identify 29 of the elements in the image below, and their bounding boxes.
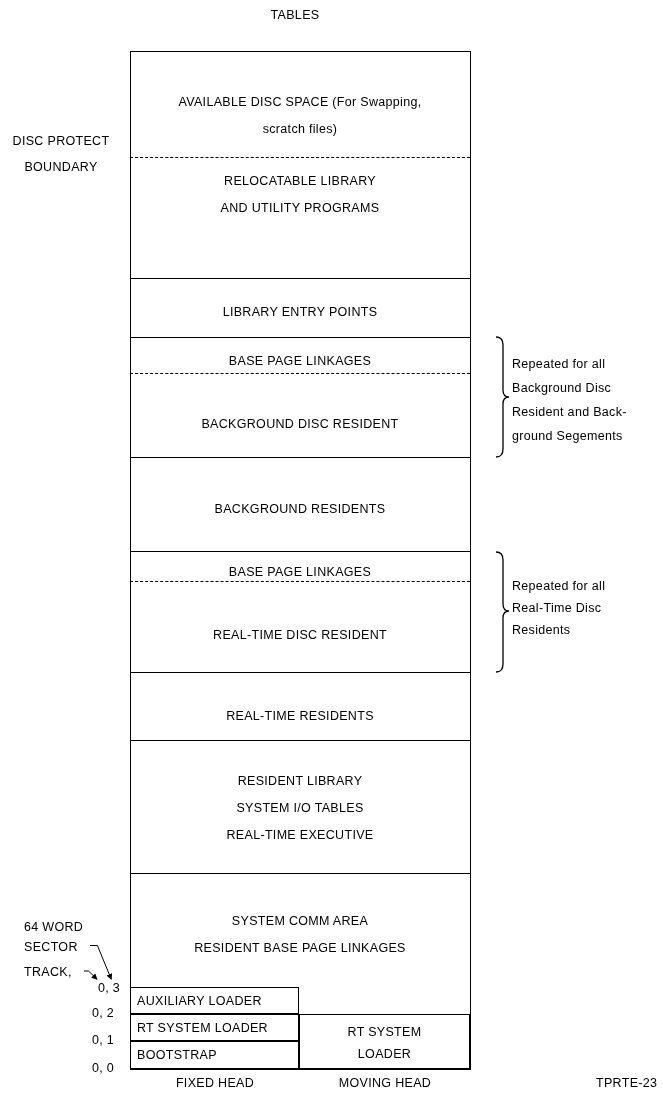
track-sector-number: 0, 3	[92, 979, 124, 997]
heading: TABLES	[269, 7, 321, 24]
memory-region: RELOCATABLE LIBRARY AND UTILITY PROGRAMS	[130, 157, 470, 278]
memory-region: REAL-TIME DISC RESIDENT	[130, 581, 470, 672]
loader-block: RT SYSTEM LOADER	[130, 1014, 299, 1041]
memory-region: BASE PAGE LINKAGES	[130, 337, 470, 373]
track-sector-number: 0, 2	[92, 1005, 116, 1022]
loader-block: RT SYSTEM LOADER	[299, 1014, 470, 1069]
column-label: MOVING HEAD	[337, 1075, 433, 1092]
axis-note: 64 WORD SECTOR	[18, 917, 90, 955]
memory-region: BASE PAGE LINKAGES	[130, 551, 470, 581]
figure-code: TPRTE-23	[596, 1075, 659, 1092]
memory-region: REAL-TIME RESIDENTS	[130, 672, 470, 740]
memory-region: RESIDENT LIBRARY SYSTEM I/O TABLES REAL-TIME EXECUTIVE	[130, 740, 470, 873]
memory-region: BACKGROUND RESIDENTS	[130, 457, 470, 551]
track-sector-number: 0, 0	[92, 1060, 116, 1077]
boundary-note: DISC PROTECT BOUNDARY	[11, 133, 111, 176]
leader-line	[83, 970, 98, 980]
brace-note: Repeated for all Real-Time Disc Residents	[512, 578, 607, 639]
memory-region: LIBRARY ENTRY POINTS	[130, 278, 470, 337]
axis-note: TRACK,	[18, 962, 84, 980]
memory-region: AVAILABLE DISC SPACE (For Swapping, scratch files)	[130, 51, 470, 157]
leader-line	[89, 945, 113, 980]
brace-note: Repeated for all Background Disc Resident and Back- ground Segements	[512, 356, 628, 445]
memory-region: BACKGROUND DISC RESIDENT	[130, 373, 470, 457]
column-label: FIXED HEAD	[174, 1075, 256, 1092]
track-sector-number: 0, 1	[92, 1032, 116, 1049]
loader-block: AUXILIARY LOADER	[130, 987, 299, 1014]
loader-block: BOOTSTRAP	[130, 1041, 299, 1069]
